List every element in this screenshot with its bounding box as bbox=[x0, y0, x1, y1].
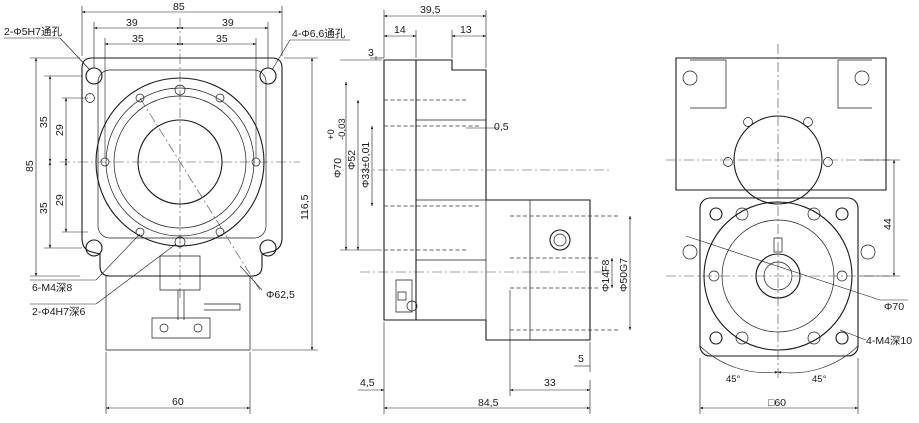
dim-845: 84,5 bbox=[478, 397, 499, 409]
dim-dia-70-tol-upper: +0 bbox=[326, 129, 337, 140]
dim-bottom-60: 60 bbox=[172, 396, 184, 408]
side-view: 39,5 14 13 3 0,5 Φ70 +0 -0,03 Φ52 Φ33±0,… bbox=[326, 4, 632, 414]
note-4m4: 4-M4深10 bbox=[866, 335, 912, 347]
dim-height-85: 85 bbox=[24, 160, 36, 172]
dim-dia-14f8: Φ14F8 bbox=[600, 260, 612, 292]
dim-inner-left-35: 35 bbox=[132, 33, 144, 45]
front-view: 85 39 39 35 35 85 35 35 29 29 116,5 60 2… bbox=[4, 1, 350, 414]
note-6m4: 6-M4深8 bbox=[32, 282, 72, 294]
dim-33: 33 bbox=[544, 377, 556, 389]
dim-dia-52: Φ52 bbox=[346, 150, 358, 170]
dim-v29-top: 29 bbox=[54, 124, 66, 136]
dim-dia-33: Φ33±0,01 bbox=[360, 142, 372, 188]
dim-top-395: 39,5 bbox=[420, 4, 441, 16]
dim-dia-625: Φ62,5 bbox=[266, 289, 295, 301]
dim-half-left-39: 39 bbox=[126, 17, 138, 29]
dim-05: 0,5 bbox=[494, 121, 509, 133]
dim-14: 14 bbox=[394, 24, 406, 36]
dim-inner-right-35: 35 bbox=[216, 33, 228, 45]
dim-dia-50g7: Φ50G7 bbox=[618, 258, 630, 292]
dim-dia-70-tol-lower: -0,03 bbox=[337, 118, 348, 140]
note-2x5h7: 2-Φ5H7通孔 bbox=[4, 25, 62, 38]
dim-v35-top: 35 bbox=[38, 116, 50, 128]
dim-width-85: 85 bbox=[173, 1, 185, 13]
dim-dia-70: Φ70 bbox=[332, 158, 344, 178]
rear-view: 44 Φ70 4-M4深10 45° 45° □60 bbox=[666, 44, 912, 414]
dim-44: 44 bbox=[882, 218, 894, 230]
dim-angle-right: 45° bbox=[812, 374, 827, 385]
note-4x66: 4-Φ6,6通孔 bbox=[292, 27, 346, 40]
dim-v35-bottom: 35 bbox=[38, 202, 50, 214]
dim-v29-bottom: 29 bbox=[54, 194, 66, 206]
dim-3: 3 bbox=[368, 47, 374, 59]
dim-half-right-39: 39 bbox=[222, 17, 234, 29]
dim-angle-left: 45° bbox=[726, 374, 741, 385]
dim-height-116: 116,5 bbox=[299, 194, 311, 220]
dim-dia-70-rear: Φ70 bbox=[884, 301, 904, 313]
dim-square-60: □60 bbox=[768, 397, 786, 409]
dim-45: 4,5 bbox=[360, 377, 375, 389]
dim-5: 5 bbox=[578, 353, 584, 365]
note-2x4h7: 2-Φ4H7深6 bbox=[32, 306, 85, 318]
dim-13: 13 bbox=[460, 24, 472, 36]
